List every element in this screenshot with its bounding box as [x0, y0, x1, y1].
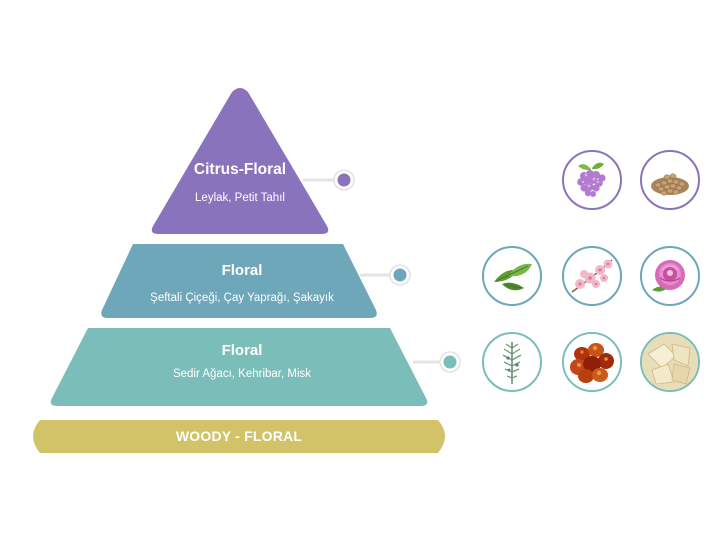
- top-connector: [303, 169, 355, 191]
- lilac-icon: [577, 162, 606, 197]
- peach-blossom-icon: [571, 259, 613, 293]
- top-tier-subtitle: Leylak, Petit Tahıl: [195, 192, 285, 204]
- middle-tier-subtitle: Şeftali Çiçeği, Çay Yaprağı, Şakayık: [150, 292, 334, 304]
- bottom-tier-title: Floral: [221, 342, 263, 359]
- bottom-connector: [413, 351, 461, 373]
- lilac-note: [562, 150, 622, 210]
- middle-connector: [360, 264, 411, 286]
- bottom-tier-subtitle: Sedir Ağacı, Kehribar, Misk: [172, 368, 312, 380]
- cedar-sprig-icon: [502, 342, 522, 384]
- musk-icon: [642, 334, 698, 390]
- tea-leaf-icon: [494, 263, 532, 291]
- base-label: WOODY - FLORAL: [175, 428, 303, 444]
- peony-note: [640, 246, 700, 306]
- base-shape: [33, 420, 445, 453]
- amber-note: [562, 332, 622, 392]
- bottom-tier-shape: [50, 328, 428, 406]
- top-tier-title: Citrus-Floral: [193, 161, 287, 178]
- middle-tier-shape: [101, 244, 377, 318]
- amber-icon: [564, 334, 620, 390]
- middle-tier-title: Floral: [221, 262, 263, 279]
- top-tier-shape: [151, 88, 329, 234]
- tea-leaf-note: [482, 246, 542, 306]
- cedar-sprig-note: [482, 332, 542, 392]
- musk-note: [640, 332, 700, 392]
- peony-icon: [652, 260, 685, 292]
- grain-note: [640, 150, 700, 210]
- peach-blossom-note: [562, 246, 622, 306]
- grain-icon: [651, 173, 689, 196]
